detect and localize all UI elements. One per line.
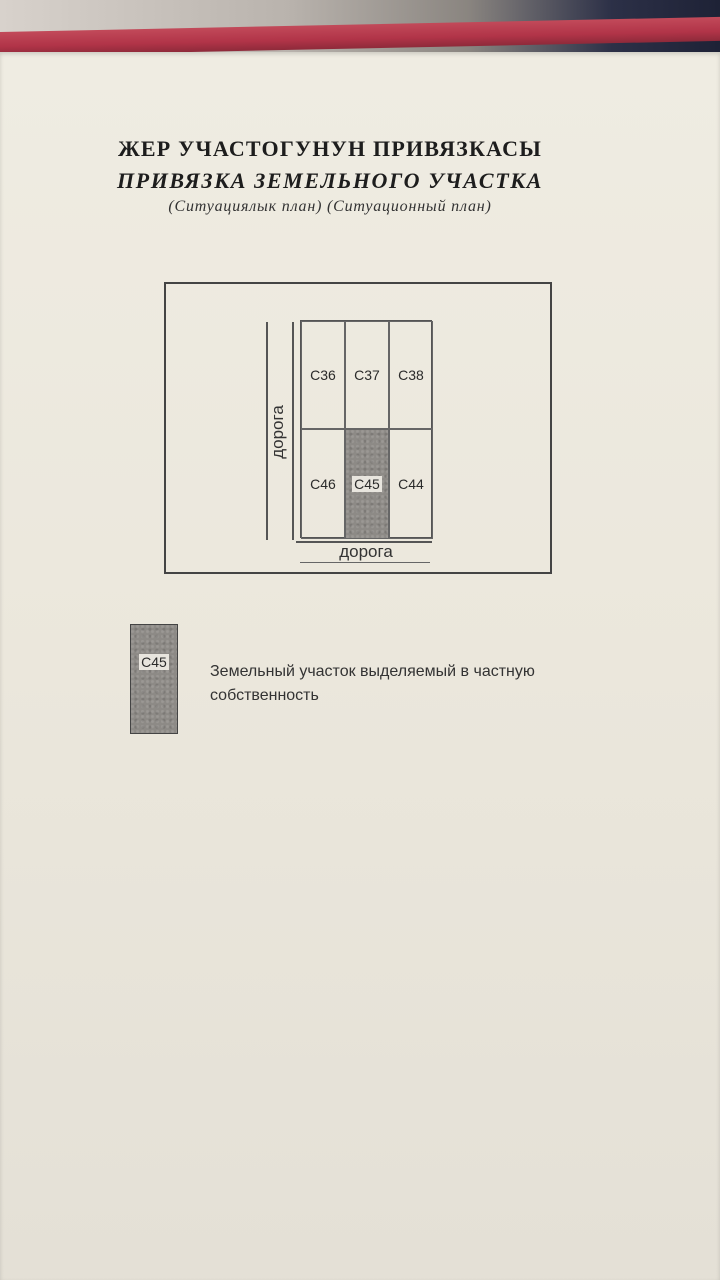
situation-plan-frame bbox=[164, 282, 552, 574]
plot-cell: C37 bbox=[345, 321, 389, 429]
road-label-horizontal: дорога bbox=[339, 542, 393, 561]
road-horizontal-edge bbox=[296, 541, 432, 543]
plot-cell: C38 bbox=[389, 321, 433, 429]
plot-label: C44 bbox=[398, 476, 424, 492]
plot-cell: C44 bbox=[389, 429, 433, 539]
legend-description: Земельный участок выделяемый в частную с… bbox=[210, 663, 535, 704]
plot-cell-selected: C45 bbox=[345, 429, 389, 539]
plot-label: C36 bbox=[310, 367, 336, 383]
plot-label: C37 bbox=[354, 367, 380, 383]
document-page bbox=[0, 52, 720, 1280]
road-label-vertical: дорога bbox=[268, 405, 287, 459]
road-vertical-edge bbox=[292, 322, 294, 540]
road-horizontal-line bbox=[300, 562, 430, 563]
plot-cell: C36 bbox=[301, 321, 345, 429]
title-russian: ПРИВЯЗКА ЗЕМЕЛЬНОГО УЧАСТКА bbox=[116, 168, 544, 193]
plot-label: C45 bbox=[352, 476, 382, 492]
plot-label: C46 bbox=[310, 476, 336, 492]
plot-cell: C46 bbox=[301, 429, 345, 539]
legend-swatch: C45 bbox=[130, 624, 178, 734]
plot-label: C38 bbox=[398, 367, 424, 383]
subtitle: (Ситуациялык план) (Ситуационный план) bbox=[168, 198, 492, 215]
legend-swatch-label: C45 bbox=[139, 654, 169, 670]
title-kyrgyz: ЖЕР УЧАСТОГУНУН ПРИВЯЗКАСЫ bbox=[117, 136, 543, 161]
plot-grid: C36 C37 C38 C46 C45 C44 bbox=[300, 320, 433, 539]
road-vertical-line bbox=[266, 322, 268, 540]
